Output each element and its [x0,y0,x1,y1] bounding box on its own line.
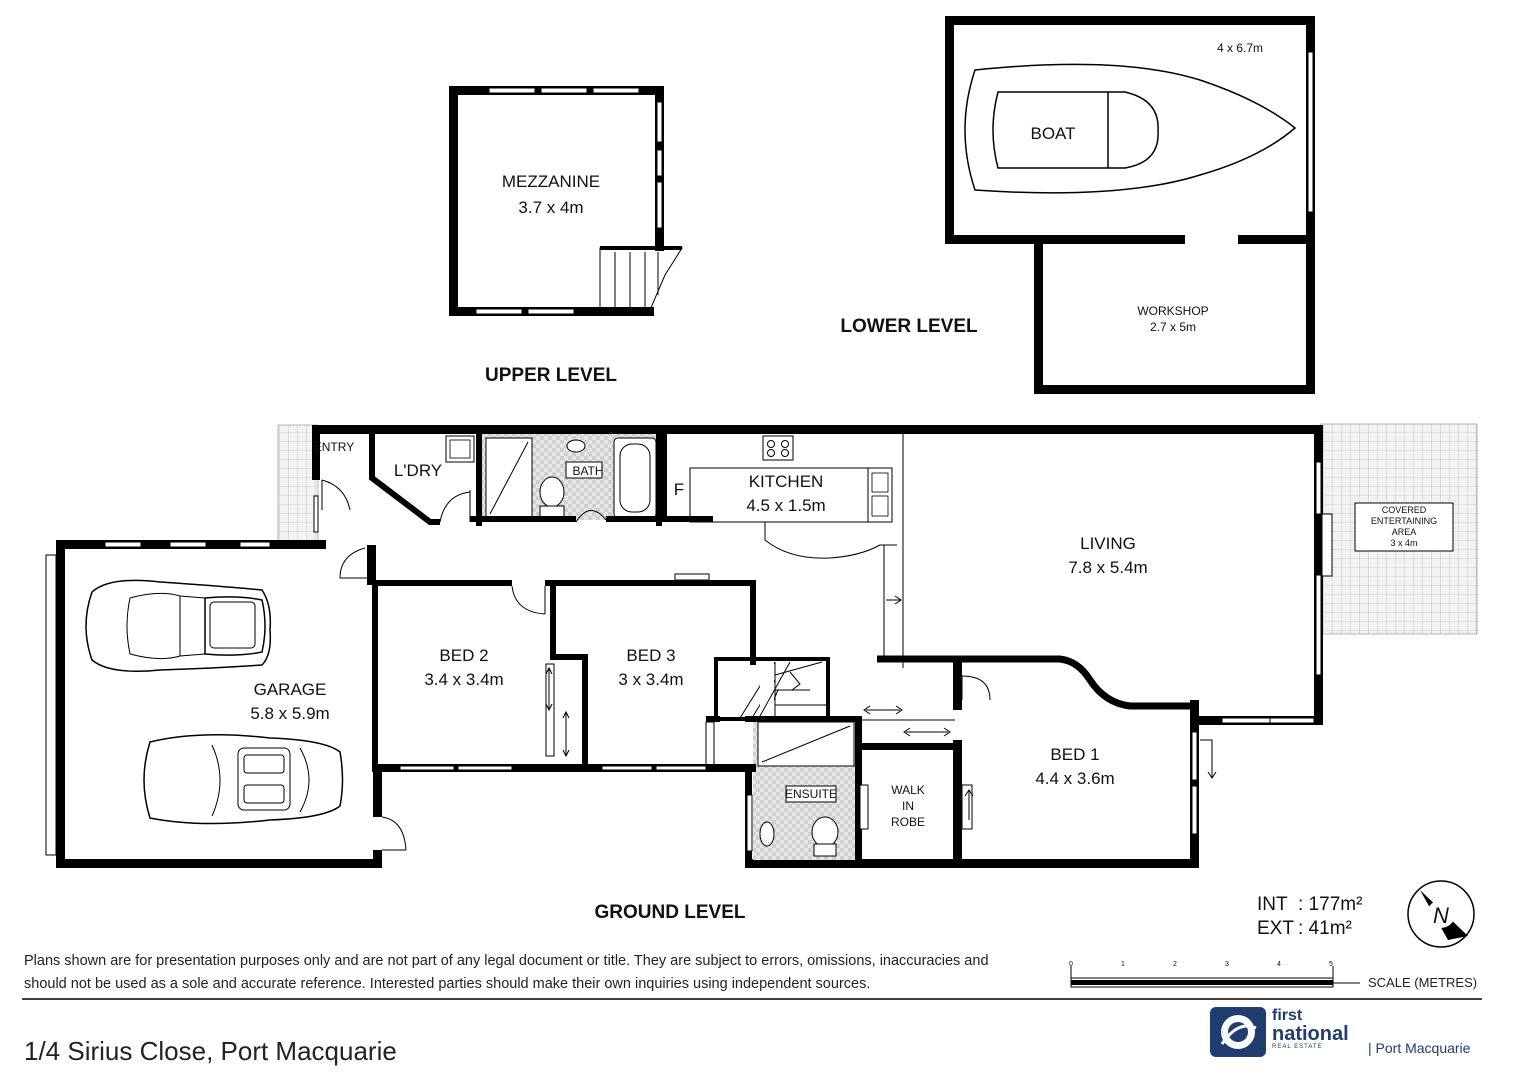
ground-level-heading: GROUND LEVEL [595,902,746,923]
brand-line-1: first [1272,1007,1303,1024]
brand-location: | Port Macquarie [1368,1040,1471,1056]
living-label: LIVING [1080,534,1136,553]
scale-label: SCALE (METRES) [1368,975,1478,990]
kitchen-label: KITCHEN [749,472,824,491]
scale-tick-1: 1 [1121,961,1125,968]
living-size: 7.8 x 5.4m [1068,558,1147,577]
entry-label: ENTRY [314,440,354,454]
bath-label: BATH [572,464,603,478]
bed1-label: BED 1 [1050,745,1099,764]
scale-tick-0: 0 [1069,961,1073,968]
car-icon [143,734,344,825]
ext-area-label: EXT [1257,918,1294,939]
covered-size: 3 x 4m [1390,538,1417,548]
ext-area-value: : 41m² [1298,918,1352,939]
scale-bar [1070,966,1360,988]
int-area-label: INT [1257,894,1288,915]
covered-label-2: ENTERTAINING [1371,516,1437,526]
covered-label-3: AREA [1392,527,1417,537]
ground-level-plan [45,423,1478,868]
boat-label: BOAT [1030,124,1075,143]
car-icon [85,579,272,672]
robe-label-1: WALK [891,783,925,797]
covered-label-1: COVERED [1382,505,1427,515]
scale-tick-4: 4 [1277,961,1281,968]
upper-level-heading: UPPER LEVEL [485,365,617,386]
garage-label: GARAGE [254,680,327,699]
bed3-label: BED 3 [626,646,675,665]
mezzanine-plan [449,86,683,316]
robe-label-2: IN [902,799,914,813]
mezzanine-size: 3.7 x 4m [518,198,583,217]
laundry-label: L'DRY [394,461,442,480]
brand-line-3: REAL ESTATE [1272,1044,1323,1050]
property-address: 1/4 Sirius Close, Port Macquarie [24,1036,397,1066]
bed2-label: BED 2 [439,646,488,665]
first-national-logo-icon [1210,1007,1266,1057]
int-area-value: : 177m² [1298,894,1362,915]
garage-size: 5.8 x 5.9m [250,704,329,723]
compass-n-label: N [1433,903,1449,928]
robe-label-3: ROBE [891,815,925,829]
fridge-label: F [674,480,684,499]
mezzanine-label: MEZZANINE [502,172,600,191]
scale-tick-3: 3 [1225,961,1229,968]
lower-level-heading: LOWER LEVEL [840,316,978,337]
scale-tick-5: 5 [1329,961,1333,968]
workshop-size: 2.7 x 5m [1150,320,1196,334]
bed3-size: 3 x 3.4m [618,670,683,689]
scale-tick-2: 2 [1173,961,1177,968]
disclaimer: Plans shown are for presentation purpose… [24,950,1074,996]
boat-size: 4 x 6.7m [1217,41,1263,55]
kitchen-size: 4.5 x 1.5m [746,496,825,515]
disclaimer-line-1: Plans shown are for presentation purpose… [24,953,989,969]
disclaimer-line-2: should not be used as a sole and accurat… [24,976,871,992]
bed1-size: 4.4 x 3.6m [1035,769,1114,788]
workshop-label: WORKSHOP [1137,304,1208,318]
brand-line-2: national [1272,1023,1349,1045]
ensuite-label: ENSUITE [785,787,837,801]
lower-level-plan [945,16,1315,394]
north-arrow-icon [1407,880,1475,948]
brand-wordmark: first national REAL ESTATE | Port Macqua… [1272,1007,1470,1056]
bed2-size: 3.4 x 3.4m [424,670,503,689]
